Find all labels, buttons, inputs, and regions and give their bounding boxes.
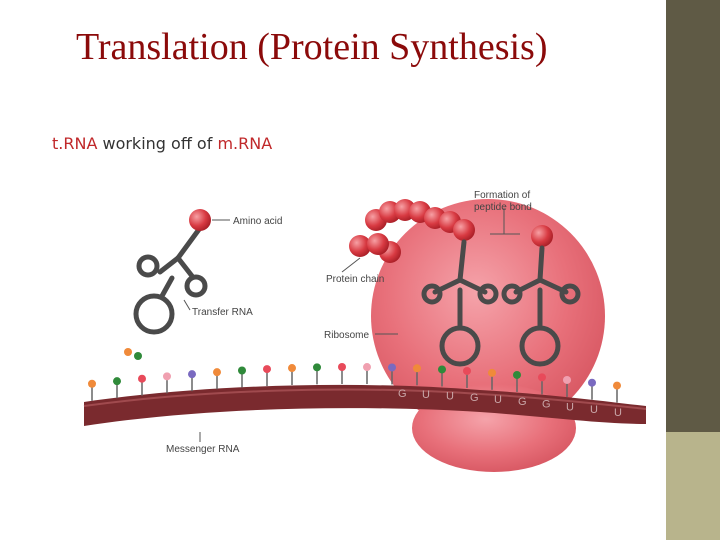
mrna-base xyxy=(513,370,521,379)
mrna-base xyxy=(438,365,446,374)
codon-letter: U xyxy=(590,404,598,416)
anticodon-bases-free xyxy=(124,348,142,360)
codon-letter: U xyxy=(494,394,502,406)
mrna-base xyxy=(213,368,221,377)
mrna-base xyxy=(588,378,596,387)
mrna-base xyxy=(188,370,196,379)
codon-letter: U xyxy=(422,389,430,401)
mrna-base xyxy=(488,368,496,377)
ribosome xyxy=(371,199,605,472)
mrna-base xyxy=(613,381,621,390)
mrna-base xyxy=(388,363,396,372)
mrna-base xyxy=(413,364,421,373)
label-amino-acid: Amino acid xyxy=(233,216,282,227)
codon-letter: G xyxy=(398,388,407,400)
codon-letter: G xyxy=(542,399,551,411)
transfer-rna-free xyxy=(133,225,208,335)
mrna-base xyxy=(163,372,171,381)
label-peptide-bond-line2: peptide bond xyxy=(474,202,532,213)
mrna-base xyxy=(313,363,321,372)
mrna-base xyxy=(113,377,121,386)
mrna-base xyxy=(288,364,296,373)
mrna-base xyxy=(538,373,546,382)
mrna-base xyxy=(563,375,571,384)
mrna-base xyxy=(88,379,96,388)
sidebar-accent-top xyxy=(666,0,720,432)
codon-letters: G U U G U G G U U U xyxy=(398,388,622,419)
translation-diagram: G U U G U G G U U U xyxy=(83,190,647,472)
slide-subtitle: t.RNA working off of m.RNA xyxy=(52,133,272,155)
label-leaders xyxy=(183,208,520,442)
sidebar-accent-bottom xyxy=(666,432,720,540)
subtitle-mrna: m.RNA xyxy=(217,134,273,153)
transfer-rna-bound xyxy=(421,239,581,367)
codon-letter: U xyxy=(614,407,622,419)
label-transfer-rna: Transfer RNA xyxy=(192,307,253,318)
amino-acid-free xyxy=(189,209,211,231)
mrna-base xyxy=(263,365,271,374)
subtitle-middle: working off of xyxy=(97,134,218,153)
mrna-base xyxy=(463,366,471,375)
amino-acid-incoming xyxy=(531,225,553,247)
codon-letter: U xyxy=(566,401,574,413)
label-peptide-bond-line1: Formation of xyxy=(474,190,530,201)
mrna-bases xyxy=(88,362,621,403)
protein-chain xyxy=(349,199,475,263)
codon-letter: G xyxy=(470,392,479,404)
label-ribosome: Ribosome xyxy=(324,330,369,341)
mrna-base xyxy=(238,366,246,375)
mrna-base xyxy=(363,363,371,372)
codon-letter: U xyxy=(446,390,454,402)
label-messenger-rna: Messenger RNA xyxy=(166,444,240,455)
messenger-rna-strand xyxy=(83,384,647,426)
mrna-base xyxy=(138,374,146,383)
slide-title: Translation (Protein Synthesis) xyxy=(76,26,548,68)
label-protein-chain: Protein chain xyxy=(326,274,384,285)
codon-letter: G xyxy=(518,396,527,408)
mrna-base xyxy=(338,362,346,371)
subtitle-trna: t.RNA xyxy=(52,134,98,153)
